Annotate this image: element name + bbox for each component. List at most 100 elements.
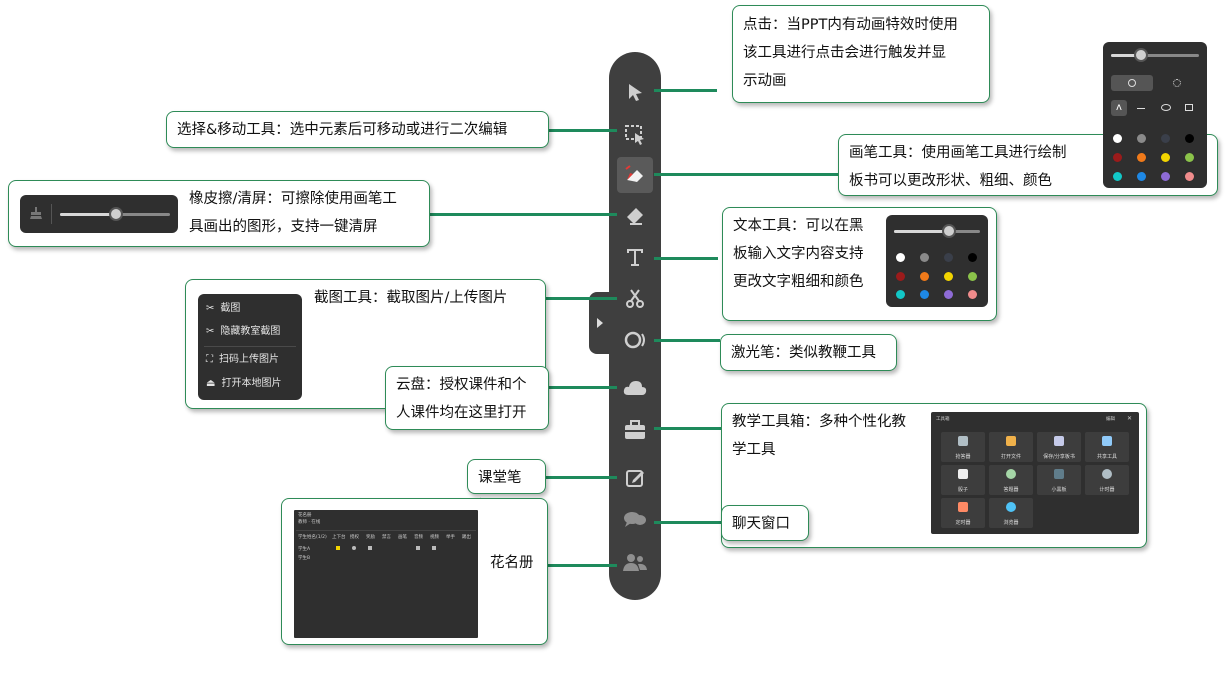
callout-click: 点击：当PPT内有动画特效时使用 该工具进行点击会进行触发并显 示动画	[732, 5, 990, 103]
color-swatch[interactable]	[944, 253, 953, 262]
roster-header: 视频	[430, 535, 439, 540]
connector-toolbox	[654, 427, 721, 430]
color-swatch[interactable]	[1113, 172, 1122, 181]
color-swatch[interactable]	[1185, 153, 1194, 162]
cloud-disk-button[interactable]	[617, 370, 653, 406]
callout-text: 花名册	[490, 555, 534, 571]
roster-button[interactable]	[617, 544, 653, 580]
connector-cloud	[549, 386, 617, 389]
slider-knob[interactable]	[109, 207, 123, 221]
slider-fill	[1111, 54, 1141, 57]
slider-knob[interactable]	[942, 224, 956, 238]
pen-settings-panel: ʌ	[1103, 42, 1207, 188]
callout-laser: 激光笔：类似教鞭工具	[720, 334, 897, 371]
color-swatch[interactable]	[1137, 153, 1146, 162]
callout-text: 示动画	[743, 73, 787, 89]
menu-screenshot[interactable]: ✂截图	[206, 301, 240, 317]
laser-pointer-button[interactable]	[617, 322, 653, 358]
audio-icon[interactable]	[416, 546, 420, 550]
color-swatch[interactable]	[920, 253, 929, 262]
callout-text: 文本工具：可以在黑	[733, 218, 864, 234]
solid-pen-mode[interactable]	[1111, 75, 1153, 91]
roster-subtitle: 教师 · 在线	[298, 520, 321, 525]
color-swatch[interactable]	[944, 272, 953, 281]
tool-cell[interactable]: 保存/分享板书	[1037, 432, 1081, 462]
roster-student-name: 学生A	[298, 547, 311, 552]
toolbox-button[interactable]	[617, 412, 653, 448]
tool-cell[interactable]: 计时器	[1085, 465, 1129, 495]
roster-header: 音频	[414, 535, 423, 540]
color-swatch[interactable]	[1161, 172, 1170, 181]
line-shape[interactable]	[1137, 108, 1145, 109]
screenshot-tool-button[interactable]	[617, 280, 653, 316]
class-notes-button[interactable]	[617, 460, 653, 496]
stage-icon[interactable]	[336, 546, 340, 550]
color-swatch[interactable]	[968, 290, 977, 299]
connector-click	[654, 89, 717, 92]
toolbox-close-button[interactable]: ✕	[1127, 415, 1133, 422]
color-swatch[interactable]	[1137, 134, 1146, 143]
color-swatch[interactable]	[1161, 153, 1170, 162]
tool-cell[interactable]: 定时器	[941, 498, 985, 528]
click-tool-button[interactable]	[617, 74, 653, 110]
clear-screen-icon[interactable]	[29, 206, 43, 220]
color-swatch[interactable]	[968, 272, 977, 281]
color-swatch[interactable]	[896, 272, 905, 281]
dashed-pen-mode[interactable]	[1173, 79, 1181, 87]
pen-tool-button[interactable]	[617, 157, 653, 193]
tool-cell[interactable]: 小黑板	[1037, 465, 1081, 495]
color-swatch[interactable]	[1161, 134, 1170, 143]
tool-cell[interactable]: 抢答器	[941, 432, 985, 462]
color-swatch[interactable]	[968, 253, 977, 262]
roster-header: 上下台	[332, 535, 346, 540]
laser-icon	[624, 331, 645, 349]
color-swatch[interactable]	[896, 253, 905, 262]
tool-cell[interactable]: 共享工具	[1085, 432, 1129, 462]
menu-hide-classroom-screenshot[interactable]: ✂隐藏教室截图	[206, 324, 280, 340]
toolbar-collapse-handle[interactable]	[589, 292, 611, 354]
color-swatch[interactable]	[1185, 134, 1194, 143]
tool-cell[interactable]: 答题器	[989, 465, 1033, 495]
callout-text: 聊天窗口	[732, 516, 790, 532]
connector-notes	[546, 476, 617, 479]
select-move-icon	[625, 125, 644, 145]
tool-cell[interactable]: 骰子	[941, 465, 985, 495]
text-icon	[627, 249, 643, 266]
chat-window-button[interactable]	[617, 502, 653, 538]
tool-label: 答题器	[1003, 487, 1019, 493]
select-move-button[interactable]	[617, 117, 653, 153]
color-swatch[interactable]	[1113, 134, 1122, 143]
ellipse-shape[interactable]	[1161, 104, 1171, 111]
cursor-icon	[629, 84, 642, 101]
video-icon[interactable]	[432, 546, 436, 550]
menu-scan-upload[interactable]: ⛶扫码上传图片	[206, 352, 279, 368]
pen-size-slider[interactable]	[1111, 54, 1199, 57]
eraser-settings-panel	[20, 195, 178, 233]
text-tool-button[interactable]	[617, 239, 653, 275]
toolbox-icon	[625, 420, 645, 439]
callout-text: 更改文字粗细和颜色	[733, 274, 864, 290]
color-swatch[interactable]	[1113, 153, 1122, 162]
slider-knob[interactable]	[1134, 48, 1148, 62]
color-swatch[interactable]	[944, 290, 953, 299]
reward-icon[interactable]	[368, 546, 372, 550]
callout-text: 选择&移动工具：选中元素后可移动或进行二次编辑	[177, 122, 508, 138]
color-swatch[interactable]	[896, 290, 905, 299]
tool-label: 打开文件	[1000, 454, 1021, 460]
color-swatch[interactable]	[920, 290, 929, 299]
menu-open-local-image[interactable]: ⏏打开本地图片	[206, 376, 281, 392]
color-swatch[interactable]	[1185, 172, 1194, 181]
eraser-tool-button[interactable]	[617, 197, 653, 233]
rect-shape[interactable]	[1185, 104, 1193, 111]
color-swatch[interactable]	[920, 272, 929, 281]
slider-fill	[894, 230, 950, 233]
callout-text: 教学工具箱：多种个性化教	[732, 414, 906, 430]
tool-cell[interactable]: 浏览器	[989, 498, 1033, 528]
callout-text: 橡皮擦/清屏：可擦除使用画笔工	[189, 191, 397, 207]
tool-cell[interactable]: 打开文件	[989, 432, 1033, 462]
toolbox-edit-button[interactable]: 编辑	[1106, 417, 1115, 422]
authorize-icon[interactable]	[352, 546, 356, 550]
color-swatch[interactable]	[1137, 172, 1146, 181]
freehand-shape[interactable]: ʌ	[1111, 100, 1127, 116]
callout-text: 截图工具：截取图片/上传图片	[314, 290, 508, 306]
